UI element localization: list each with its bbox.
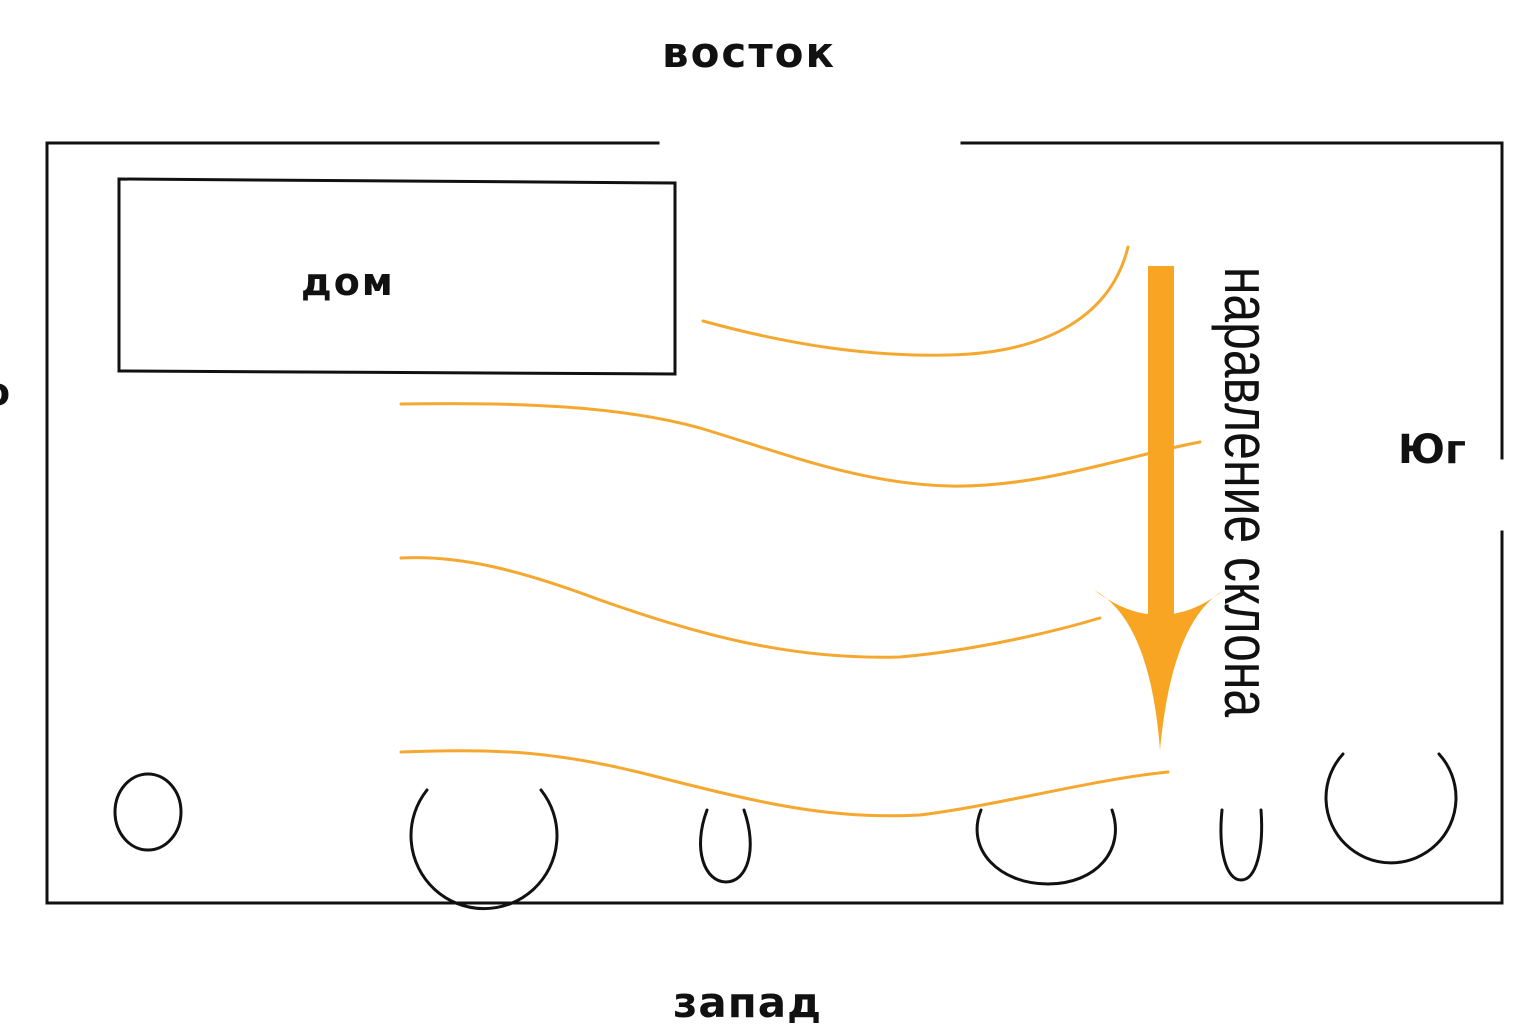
contour-line-2 <box>399 402 1202 488</box>
contour-lines <box>399 245 1202 818</box>
tree-5 <box>1219 808 1264 882</box>
slope-arrow-shaft <box>1148 266 1174 626</box>
boundary-top-right <box>960 141 1504 460</box>
house-outline <box>117 177 677 376</box>
slope-arrow-head <box>1094 590 1224 750</box>
house-label: дом <box>301 260 395 304</box>
tree-4 <box>975 808 1117 886</box>
contour-line-4 <box>399 749 1170 818</box>
tree-3 <box>699 808 752 884</box>
tree-2 <box>409 788 559 911</box>
slope-arrow <box>1094 266 1224 750</box>
tree-1 <box>113 772 183 852</box>
direction-label-south: Юг <box>1398 427 1466 473</box>
contour-line-1 <box>701 245 1130 357</box>
boundary-top-left <box>45 141 1504 905</box>
tree-6 <box>1324 752 1458 865</box>
plot-boundary <box>45 141 1504 905</box>
direction-label-east: восток <box>662 28 837 77</box>
slope-direction-label: наравление склона <box>1211 266 1283 718</box>
direction-label-north: о <box>0 373 10 411</box>
direction-label-west: запад <box>673 978 823 1024</box>
contour-line-3 <box>399 556 1102 659</box>
trees <box>113 752 1458 911</box>
